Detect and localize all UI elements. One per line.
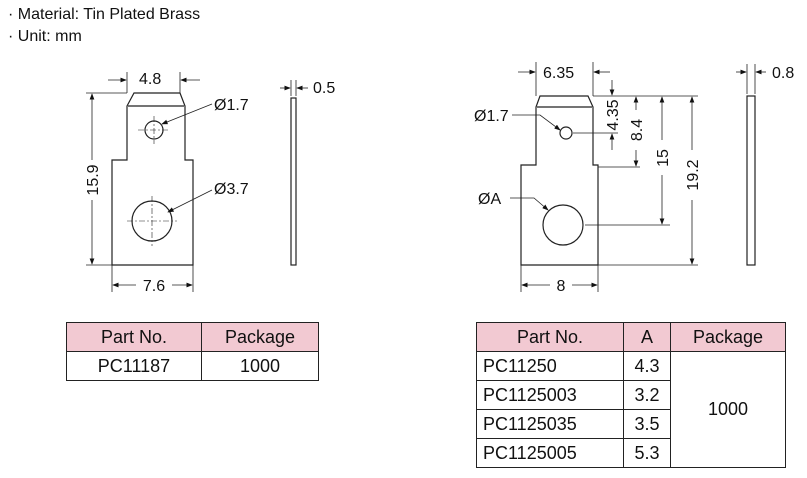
- part-number: PC1125003: [476, 380, 624, 410]
- a-value: 4.3: [623, 351, 671, 381]
- large-hole-2: [542, 204, 584, 246]
- part-number: PC11250: [476, 351, 624, 381]
- dim-hole-large-1: Ø3.7: [214, 181, 249, 198]
- table-row: PC1125003 3.2: [476, 380, 786, 410]
- package-qty: 1000: [670, 351, 786, 468]
- terminal-outline-2: [520, 95, 599, 266]
- dim-hole-large-2: ØA: [478, 191, 501, 208]
- header-part-no: Part No.: [66, 322, 202, 352]
- dim-hole-offset-2: 4.35: [605, 99, 622, 130]
- package-qty: 1000: [201, 351, 319, 381]
- header-a: A: [623, 322, 671, 352]
- header-package: Package: [201, 322, 319, 352]
- dim-shoulder-2: 8.4: [629, 119, 646, 141]
- dim-bottom-width-1: 7.6: [143, 278, 165, 295]
- header-package: Package: [670, 322, 786, 352]
- a-value: 3.5: [623, 409, 671, 439]
- table-row: PC11187 1000: [66, 351, 319, 381]
- unit-note: · Unit: mm: [8, 28, 82, 45]
- terminal-outline-1: [111, 92, 194, 266]
- dim-total-2: 19.2: [685, 159, 702, 190]
- a-value: 5.3: [623, 438, 671, 468]
- dim-hole-small-1: Ø1.7: [214, 97, 249, 114]
- part-number: PC1125035: [476, 409, 624, 439]
- part-table-2: Part No. A Package PC11250 4.3 1000 PC11…: [476, 322, 786, 468]
- table-row: PC1125005 5.3: [476, 438, 786, 468]
- part-number: PC11187: [66, 351, 202, 381]
- dim-thickness-1: 0.5: [313, 80, 335, 97]
- dim-hole-center-2: 15: [655, 149, 672, 167]
- dim-hole-small-2: Ø1.7: [474, 108, 509, 125]
- dim-thickness-2: 0.8: [772, 65, 794, 82]
- table-header-row: Part No. Package: [66, 322, 319, 352]
- terminal-drawing-1: [86, 72, 308, 292]
- dim-bottom-width-2: 8: [557, 278, 566, 295]
- table-header-row: Part No. A Package: [476, 322, 786, 352]
- terminal-drawing-2: [510, 62, 766, 292]
- small-hole-2: [559, 126, 573, 140]
- dim-top-width-1: 4.8: [139, 71, 161, 88]
- a-value: 3.2: [623, 380, 671, 410]
- side-view-2: [746, 95, 756, 266]
- table-row: PC11250 4.3 1000: [476, 351, 786, 468]
- dim-top-width-2: 6.35: [543, 65, 574, 82]
- dim-height-1: 15.9: [85, 164, 102, 195]
- part-number: PC1125005: [476, 438, 624, 468]
- side-view-1: [290, 97, 297, 266]
- material-note: · Material: Tin Plated Brass: [8, 6, 201, 23]
- spec-notes: · Material: Tin Plated Brass · Unit: mm: [8, 4, 200, 48]
- part-table-1: Part No. Package PC11187 1000: [66, 322, 319, 381]
- header-part-no: Part No.: [476, 322, 624, 352]
